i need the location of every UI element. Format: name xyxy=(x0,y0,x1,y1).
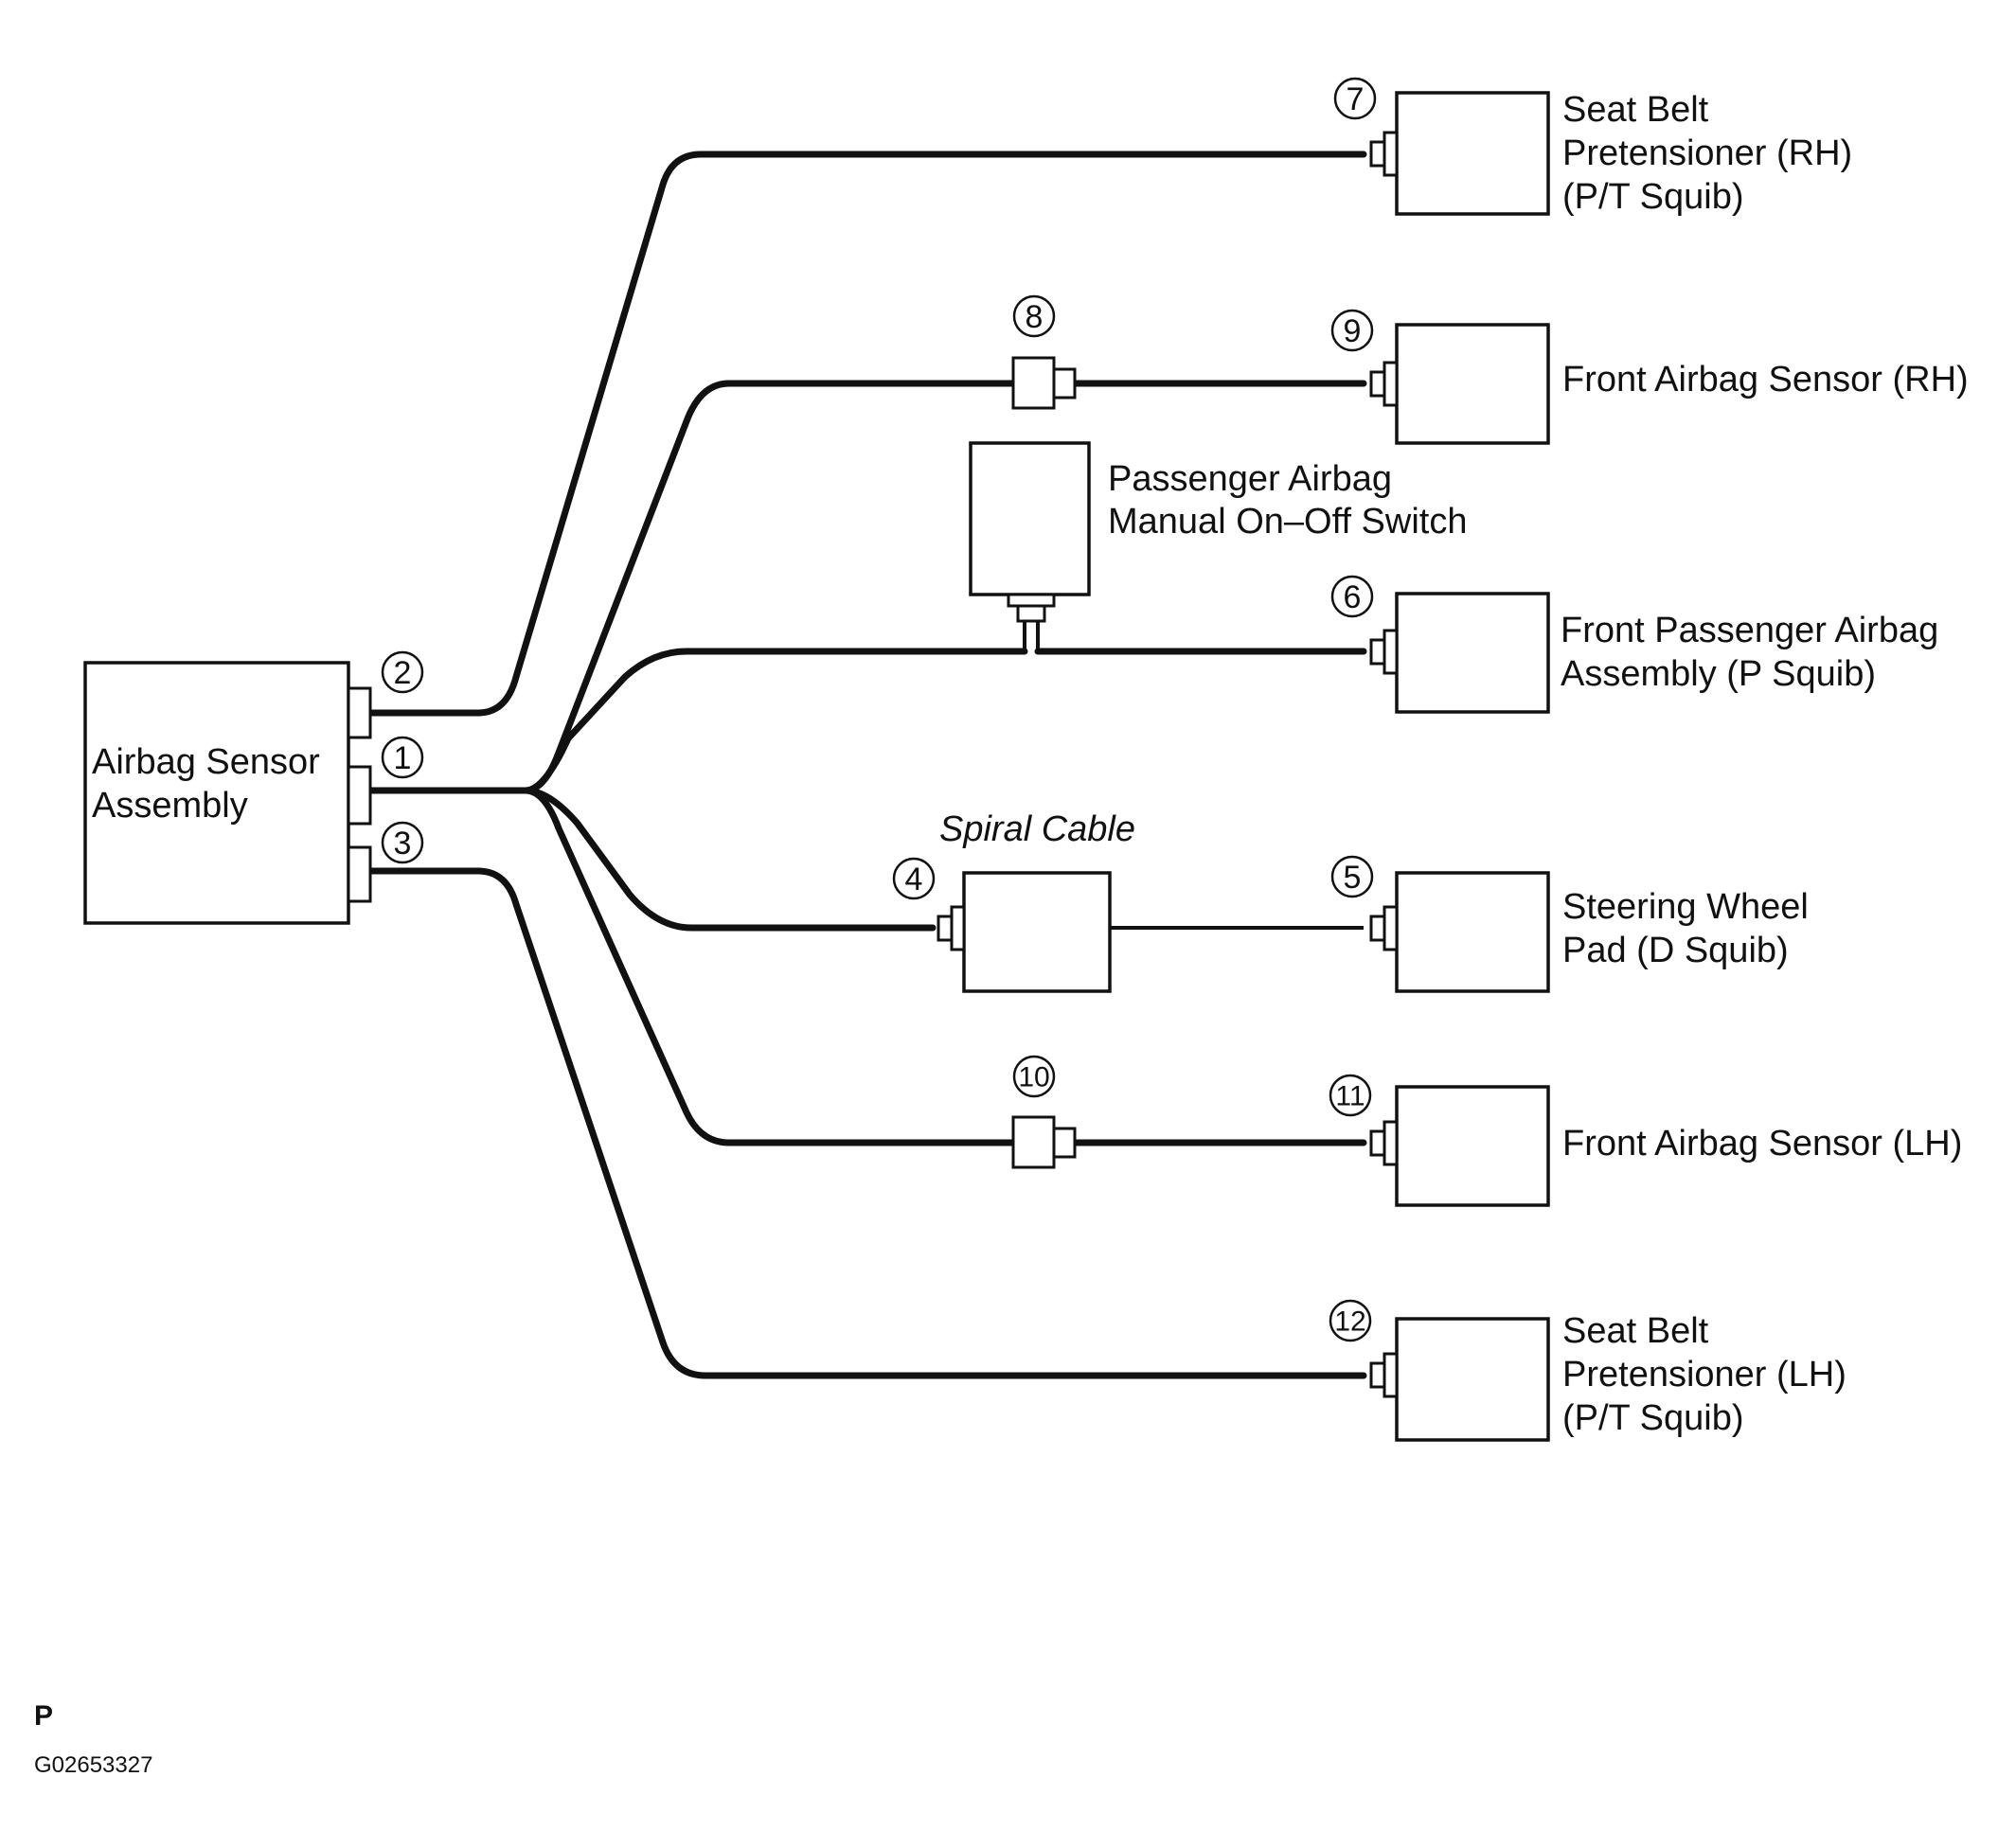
front-passenger-airbag-assembly-box xyxy=(1395,592,1550,714)
callout-1-number: 1 xyxy=(394,740,412,776)
callout-2: 2 xyxy=(381,650,424,694)
callout-8-number: 8 xyxy=(1026,299,1044,335)
callout-3: 3 xyxy=(381,821,424,864)
callout-7: 7 xyxy=(1333,77,1377,120)
front-passenger-airbag-assembly: Front Passenger Airbag Assembly (P Squib… xyxy=(1369,592,1938,714)
seat-belt-pretensioner-lh-label-line3: (P/T Squib) xyxy=(1562,1398,1743,1438)
front-passenger-airbag-label-line2: Assembly (P Squib) xyxy=(1561,654,1876,694)
wire-to-front-airbag-sensor-rh xyxy=(522,380,1017,794)
front-airbag-sensor-lh-label: Front Airbag Sensor (LH) xyxy=(1562,1124,1962,1164)
wire-to-seat-belt-pretensioner-rh xyxy=(366,151,1367,717)
passenger-airbag-switch-plug-inner xyxy=(1016,604,1046,623)
connector-10-body xyxy=(1011,1115,1056,1169)
airbag-sensor-assembly-label-line1: Airbag Sensor xyxy=(92,742,320,782)
connector-callouts: 1 2 3 4 5 6 7 8 xyxy=(381,77,1377,1342)
footer-code: G02653327 xyxy=(34,1752,152,1778)
steering-wheel-pad-label-line2: Pad (D Squib) xyxy=(1562,931,1789,970)
airbag-sensor-assembly-box xyxy=(83,661,350,925)
wire-to-front-airbag-sensor-lh xyxy=(522,787,1017,1146)
connector-10-tip xyxy=(1052,1127,1077,1159)
seat-belt-pretensioner-lh-plug-inner xyxy=(1369,1361,1386,1389)
seat-belt-pretensioner-lh-label-line2: Pretensioner (LH) xyxy=(1562,1355,1847,1395)
seat-belt-pretensioner-lh-plug-outer xyxy=(1383,1352,1399,1398)
front-airbag-sensor-rh-plug-inner xyxy=(1369,370,1386,398)
airbag-sensor-assembly-label-line2: Assembly xyxy=(92,786,248,826)
steering-wheel-pad-box xyxy=(1395,871,1550,993)
front-airbag-sensor-lh-plug-outer xyxy=(1383,1120,1399,1166)
callout-5-number: 5 xyxy=(1344,860,1362,896)
front-passenger-airbag-label-line1: Front Passenger Airbag xyxy=(1561,611,1938,650)
connector-2-plug xyxy=(347,686,372,739)
passenger-airbag-switch-box xyxy=(969,441,1091,596)
callout-1: 1 xyxy=(381,736,424,779)
callout-10: 10 xyxy=(1012,1055,1056,1098)
front-passenger-airbag-plug-inner xyxy=(1369,638,1386,666)
callout-11: 11 xyxy=(1329,1074,1372,1117)
callout-7-number: 7 xyxy=(1347,81,1365,117)
figure-footer: P G02653327 xyxy=(34,1700,152,1778)
callout-12: 12 xyxy=(1329,1299,1372,1342)
callout-4: 4 xyxy=(892,857,936,900)
passenger-airbag-manual-switch: Passenger Airbag Manual On–Off Switch xyxy=(969,441,1467,623)
callout-5: 5 xyxy=(1330,855,1374,898)
callout-2-number: 2 xyxy=(394,655,412,691)
steering-wheel-pad-label-line1: Steering Wheel xyxy=(1562,887,1809,927)
front-airbag-sensor-lh: Front Airbag Sensor (LH) xyxy=(1011,1085,1962,1207)
connector-3-plug xyxy=(347,845,372,903)
front-airbag-sensor-rh-plug-outer xyxy=(1383,361,1399,407)
callout-9: 9 xyxy=(1330,309,1374,352)
callout-10-number: 10 xyxy=(1018,1062,1049,1093)
passenger-airbag-switch-label-line1: Passenger Airbag xyxy=(1108,459,1392,499)
callout-6-number: 6 xyxy=(1344,579,1362,615)
front-airbag-sensor-rh-label: Front Airbag Sensor (RH) xyxy=(1562,360,1969,400)
spiral-cable-box xyxy=(962,871,1112,993)
seat-belt-pretensioner-rh-label-line1: Seat Belt xyxy=(1562,90,1709,130)
steering-wheel-pad-plug-inner xyxy=(1369,915,1386,942)
airbag-sensor-assembly: Airbag Sensor Assembly xyxy=(83,661,372,925)
seat-belt-pretensioner-rh-box xyxy=(1395,91,1550,216)
connector-1-plug xyxy=(347,765,372,826)
front-airbag-sensor-lh-plug-inner xyxy=(1369,1129,1386,1157)
front-passenger-airbag-plug-outer xyxy=(1383,629,1399,675)
passenger-airbag-switch-label-line2: Manual On–Off Switch xyxy=(1108,502,1467,542)
callout-12-number: 12 xyxy=(1334,1306,1365,1338)
callout-8: 8 xyxy=(1012,294,1056,338)
passenger-airbag-switch-plug-outer xyxy=(1007,593,1056,608)
seat-belt-pretensioner-lh-box xyxy=(1395,1317,1550,1442)
wire-to-seat-belt-pretensioner-lh xyxy=(366,867,1367,1379)
callout-9-number: 9 xyxy=(1344,313,1362,349)
spiral-cable-plug-outer xyxy=(950,905,966,951)
seat-belt-pretensioner-rh-label-line2: Pretensioner (RH) xyxy=(1562,133,1852,173)
callout-4-number: 4 xyxy=(905,862,923,897)
seat-belt-pretensioner-rh-plug-inner xyxy=(1369,140,1386,168)
callout-6: 6 xyxy=(1330,575,1374,618)
callout-3-number: 3 xyxy=(394,826,412,862)
seat-belt-pretensioner-rh: Seat Belt Pretensioner (RH) (P/T Squib) xyxy=(1369,90,1852,217)
wire-to-spiral-cable xyxy=(522,787,937,932)
spiral-cable-plug-inner xyxy=(937,915,954,942)
seat-belt-pretensioner-lh: Seat Belt Pretensioner (LH) (P/T Squib) xyxy=(1369,1311,1847,1442)
connector-8-body xyxy=(1011,356,1056,410)
wire-to-front-passenger-airbag xyxy=(522,648,1028,794)
footer-mark: P xyxy=(34,1700,53,1732)
steering-wheel-pad-plug-outer xyxy=(1383,905,1399,951)
connector-8-tip xyxy=(1052,367,1077,400)
spiral-cable: Spiral Cable xyxy=(937,809,1135,993)
seat-belt-pretensioner-rh-label-line3: (P/T Squib) xyxy=(1562,177,1743,217)
steering-wheel-pad: Steering Wheel Pad (D Squib) xyxy=(1369,871,1809,993)
wiring-harness xyxy=(366,151,1367,1379)
callout-11-number: 11 xyxy=(1335,1081,1365,1112)
spiral-cable-label: Spiral Cable xyxy=(939,809,1135,849)
front-airbag-sensor-rh-box xyxy=(1395,323,1550,445)
seat-belt-pretensioner-lh-label-line1: Seat Belt xyxy=(1562,1311,1709,1351)
front-airbag-sensor-lh-box xyxy=(1395,1085,1550,1207)
seat-belt-pretensioner-rh-plug-outer xyxy=(1383,131,1399,177)
front-airbag-sensor-rh: Front Airbag Sensor (RH) xyxy=(1011,323,1969,445)
